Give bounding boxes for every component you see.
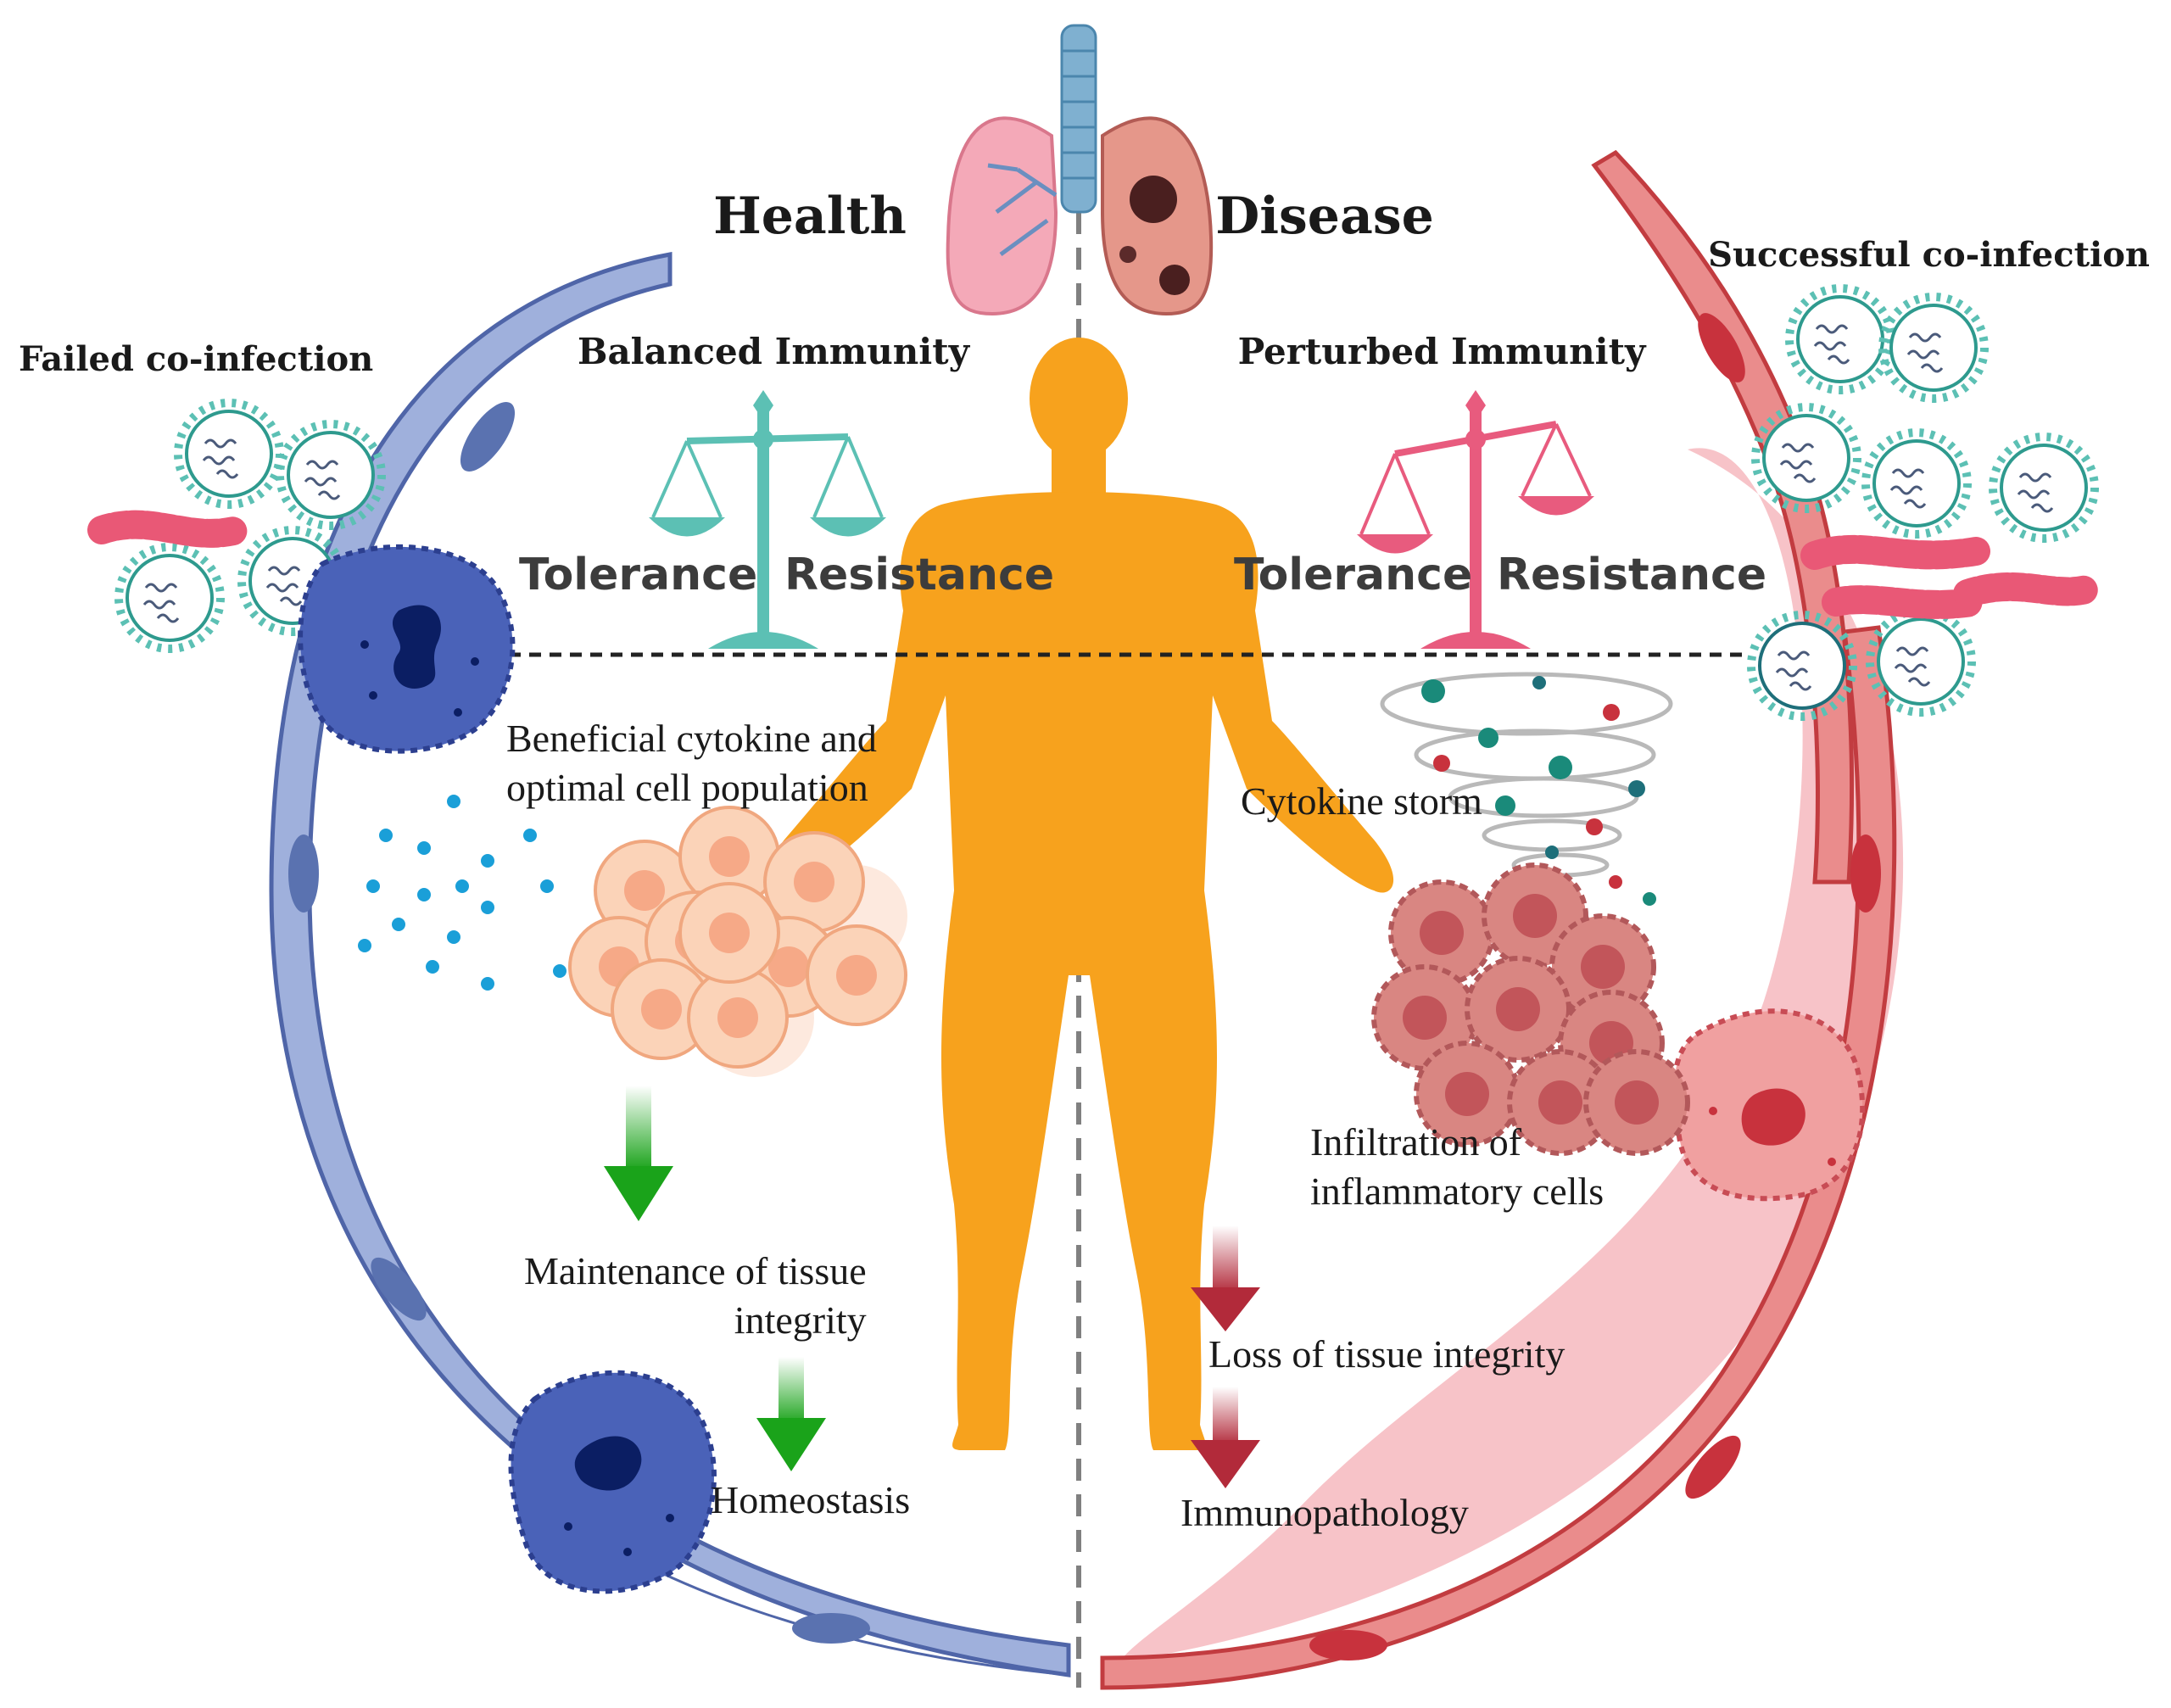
maintenance-label: Maintenance of tissue integrity [524,1247,867,1345]
homeostasis-label: Homeostasis [711,1478,911,1521]
balanced-scale-icon [649,390,886,649]
arrow-down-green-1 [604,1086,673,1221]
tolerance-label-disease: Tolerance [1234,550,1473,600]
inflammatory-cell-cluster [1374,865,1688,1153]
arrow-down-green-2 [756,1357,826,1471]
infiltration-line-2: inflammatory cells [1310,1169,1605,1213]
health-title: Health [713,187,907,246]
cytokine-dots [358,795,566,991]
cytokine-storm-tornado [1380,672,1673,878]
beneficial-cytokine-label: Beneficial cytokine and optimal cell pop… [506,714,877,812]
human-body-figure [764,338,1394,1450]
successful-co-infection-label: Successful co-infection [1708,235,2150,275]
beneficial-cytokine-line-2: optimal cell population [506,766,868,809]
arrow-down-red-1 [1191,1225,1260,1331]
successful-co-infection-pathogens [1751,288,2101,717]
disease-blood-vessel [1100,149,1904,1690]
tolerance-label-health: Tolerance [519,550,758,600]
maintenance-line-1: Maintenance of tissue [524,1249,867,1292]
infiltration-label: Infiltration of inflammatory cells [1310,1118,1604,1216]
resistance-label-health: Resistance [784,550,1055,600]
perturbed-scale-icon [1357,390,1594,649]
immunopathology-label: Immunopathology [1180,1491,1469,1534]
arrow-down-red-2 [1191,1387,1260,1488]
failed-co-infection-label: Failed co-infection [19,339,374,379]
macrophage-upper-left [298,544,516,754]
loss-of-tissue-integrity-label: Loss of tissue integrity [1208,1332,1565,1376]
cytokine-storm-dots [1421,676,1656,906]
resistance-label-disease: Resistance [1497,550,1767,600]
infiltration-line-1: Infiltration of [1310,1120,1522,1164]
perturbed-immunity-label: Perturbed Immunity [1237,331,1646,372]
balanced-immunity-label: Balanced Immunity [577,331,970,372]
failed-co-infection-pathogens [87,403,382,649]
maintenance-line-2: integrity [734,1298,867,1342]
cytokine-storm-label: Cytokine storm [1241,779,1482,823]
lungs-illustration [946,24,1214,316]
beneficial-cytokine-line-1: Beneficial cytokine and [506,717,877,760]
macrophage-lower-left [508,1370,717,1594]
disease-title: Disease [1215,187,1434,246]
healthy-cell-cluster [568,806,907,1077]
inflammatory-macrophage-right [1672,1008,1866,1202]
